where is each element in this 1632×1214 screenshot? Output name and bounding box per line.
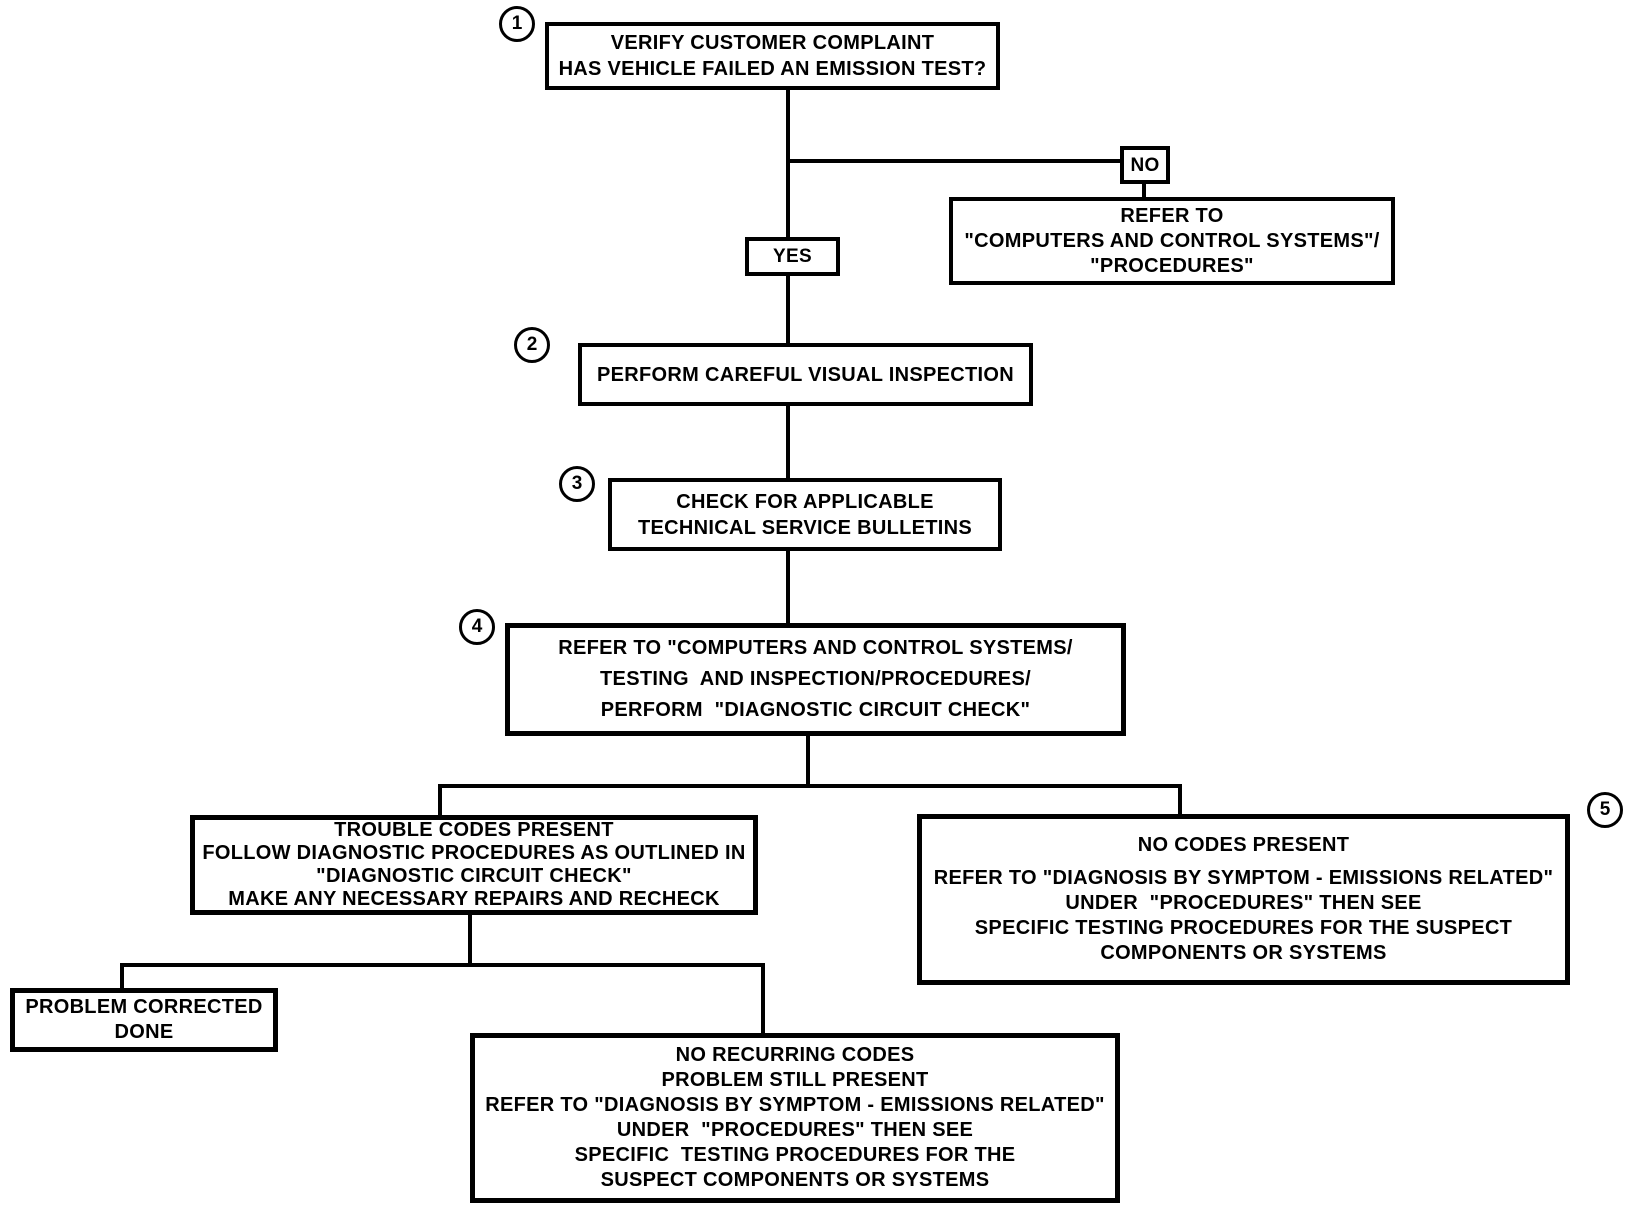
connector-yes-to-step2 (786, 274, 790, 347)
step-3-line-2: TECHNICAL SERVICE BULLETINS (637, 516, 973, 539)
connector-branch-right-down (1178, 784, 1182, 816)
problem-corrected-box: PROBLEM CORRECTED DONE (10, 988, 278, 1052)
no-codes-line-1: NO CODES PRESENT (1137, 834, 1350, 856)
connector-branch-left-down (438, 784, 442, 817)
trouble-codes-line-2: FOLLOW DIAGNOSTIC PROCEDURES AS OUTLINED… (202, 842, 746, 864)
connector-lower-horizontal (120, 963, 765, 967)
no-recurring-line-2: PROBLEM STILL PRESENT (661, 1069, 929, 1091)
no-codes-box: NO CODES PRESENT REFER TO "DIAGNOSIS BY … (917, 814, 1570, 985)
step-4-number: 4 (471, 616, 483, 637)
no-codes-line-4: SPECIFIC TESTING PROCEDURES FOR THE SUSP… (974, 917, 1513, 939)
no-codes-line-5: COMPONENTS OR SYSTEMS (1100, 942, 1387, 964)
no-recurring-line-3: REFER TO "DIAGNOSIS BY SYMPTOM - EMISSIO… (485, 1094, 1105, 1116)
problem-corrected-line-2: DONE (114, 1021, 174, 1043)
yes-label-box: YES (745, 237, 840, 276)
problem-corrected-line-1: PROBLEM CORRECTED (25, 996, 263, 1018)
step-4-line-2: TESTING AND INSPECTION/PROCEDURES/ (600, 668, 1031, 690)
step-1-box: VERIFY CUSTOMER COMPLAINT HAS VEHICLE FA… (545, 22, 1000, 90)
trouble-codes-line-3: "DIAGNOSTIC CIRCUIT CHECK" (316, 865, 632, 887)
step-3-number: 3 (571, 473, 583, 494)
step-1-number: 1 (511, 13, 523, 34)
no-recurring-line-1: NO RECURRING CODES (675, 1044, 915, 1066)
trouble-codes-line-4: MAKE ANY NECESSARY REPAIRS AND RECHECK (228, 888, 720, 910)
no-codes-line-3: UNDER "PROCEDURES" THEN SEE (1065, 892, 1422, 914)
step-2-number-badge: 2 (514, 327, 550, 363)
connector-no-to-refer (1142, 182, 1146, 198)
no-recurring-line-6: SUSPECT COMPONENTS OR SYSTEMS (600, 1169, 990, 1191)
connector-trouble-down (468, 913, 472, 967)
no-codes-line-2: REFER TO "DIAGNOSIS BY SYMPTOM - EMISSIO… (933, 867, 1554, 889)
step-1-line-1: VERIFY CUSTOMER COMPLAINT (610, 32, 935, 54)
connector-to-problem-corrected (120, 963, 124, 990)
yes-label: YES (773, 246, 812, 267)
step-4-box: REFER TO "COMPUTERS AND CONTROL SYSTEMS/… (505, 623, 1126, 736)
no-recurring-box: NO RECURRING CODES PROBLEM STILL PRESENT… (470, 1033, 1120, 1203)
step-4-line-1: REFER TO "COMPUTERS AND CONTROL SYSTEMS/ (558, 637, 1073, 659)
no-recurring-line-5: SPECIFIC TESTING PROCEDURES FOR THE (574, 1144, 1016, 1166)
refer-no-branch-box: REFER TO "COMPUTERS AND CONTROL SYSTEMS"… (949, 197, 1395, 285)
step-2-line-1: PERFORM CAREFUL VISUAL INSPECTION (597, 363, 1014, 386)
connector-step2-to-step3 (786, 405, 790, 482)
refer-no-line-2: "COMPUTERS AND CONTROL SYSTEMS"/ (964, 229, 1380, 252)
step-4-line-3: PERFORM "DIAGNOSTIC CIRCUIT CHECK" (600, 699, 1031, 721)
step-3-line-1: CHECK FOR APPLICABLE (676, 490, 934, 513)
step-3-number-badge: 3 (559, 466, 595, 502)
trouble-codes-line-1: TROUBLE CODES PRESENT (334, 819, 614, 841)
refer-no-line-1: REFER TO (1120, 204, 1224, 227)
step-2-box: PERFORM CAREFUL VISUAL INSPECTION (578, 343, 1033, 406)
no-recurring-line-4: UNDER "PROCEDURES" THEN SEE (616, 1119, 974, 1141)
trouble-codes-box: TROUBLE CODES PRESENT FOLLOW DIAGNOSTIC … (190, 815, 758, 915)
connector-to-no-recurring (761, 963, 765, 1035)
step-1-number-badge: 1 (499, 6, 535, 42)
step-5-number: 5 (1599, 799, 1611, 820)
step-5-number-badge: 5 (1587, 792, 1623, 828)
no-label-box: NO (1120, 146, 1170, 184)
connector-to-no-box (786, 159, 1122, 163)
connector-step1-to-yes (786, 88, 790, 239)
refer-no-line-3: "PROCEDURES" (1090, 254, 1254, 277)
connector-step4-down (806, 734, 810, 788)
no-label: NO (1130, 154, 1160, 176)
connector-step3-to-step4 (786, 550, 790, 625)
connector-branch-horizontal (438, 784, 1182, 788)
step-1-line-2: HAS VEHICLE FAILED AN EMISSION TEST? (558, 58, 987, 80)
step-4-number-badge: 4 (459, 609, 495, 645)
step-2-number: 2 (526, 334, 538, 355)
step-3-box: CHECK FOR APPLICABLE TECHNICAL SERVICE B… (608, 478, 1002, 551)
